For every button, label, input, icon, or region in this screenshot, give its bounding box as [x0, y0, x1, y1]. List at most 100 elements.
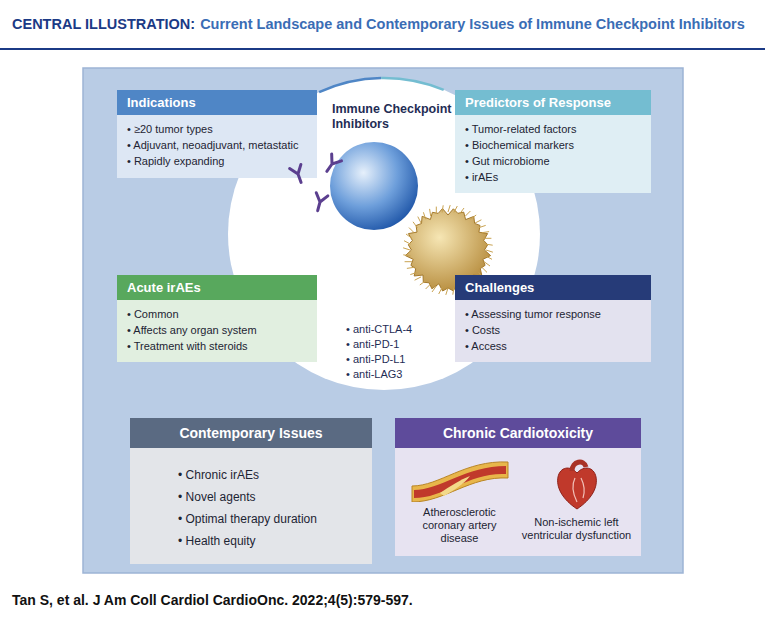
box-header: Acute irAEs: [117, 275, 317, 300]
box-heading: Predictors of Response: [465, 95, 611, 111]
tumor-fiber: [439, 288, 442, 295]
bullet-item: • Common: [127, 306, 307, 322]
figure-column: Non-ischemic left ventricular dysfunctio…: [521, 456, 633, 548]
box-header: Challenges: [455, 275, 651, 300]
antibody: [312, 193, 328, 213]
antibody: [290, 164, 307, 184]
box-body: • Common• Affects any organ system• Trea…: [117, 300, 317, 362]
tumor-fiber: [482, 267, 487, 272]
info-box: Challenges • Assessing tumor response• Co…: [455, 275, 651, 362]
circle-title: Immune Checkpoint Inhibitors: [332, 102, 460, 132]
bullet-item: • anti-CTLA-4: [346, 322, 412, 337]
bullet-item: • Gut microbiome: [465, 153, 641, 169]
bullet-item: • Adjuvant, neoadjuvant, metastatic: [127, 137, 307, 153]
box-heading: Indications: [127, 95, 196, 111]
box-header: Predictors of Response: [455, 90, 651, 115]
tumor-fiber: [436, 207, 437, 214]
tumor-fiber: [423, 212, 425, 219]
box-heading: Contemporary Issues: [179, 425, 322, 441]
tumor-fiber: [407, 267, 414, 268]
tumor-fiber: [430, 209, 431, 216]
box-body: • Chronic irAEs• Novel agents• Optimal t…: [130, 448, 372, 564]
t-cell: [330, 142, 418, 230]
tumor-fiber: [410, 272, 417, 274]
figure-column: Atherosclerotic coronary artery disease: [404, 456, 516, 548]
tumor-fiber: [446, 288, 448, 295]
box-body: • Tumor-related factors• Biochemical mar…: [455, 115, 651, 193]
tumor-fiber: [486, 250, 493, 252]
bullet-item: • Biochemical markers: [465, 137, 641, 153]
bullet-item: • Novel agents: [178, 486, 362, 508]
box-body: • Assessing tumor response• Costs• Acces…: [455, 300, 651, 362]
bullet-item: • Health equity: [178, 530, 362, 552]
tumor-fiber: [405, 261, 412, 262]
bullet-item: • anti-PD-1: [346, 337, 412, 352]
artery-wall: [412, 462, 508, 502]
box-header: Indications: [117, 90, 317, 115]
box-body: • ≥20 tumor types• Adjuvant, neoadjuvant…: [117, 115, 317, 178]
heart-illustration: [551, 456, 603, 512]
tumor-fiber: [415, 277, 422, 280]
info-box: Indications • ≥20 tumor types• Adjuvant, …: [117, 90, 317, 178]
ring-arc: [319, 78, 381, 92]
bullet-item: • Optimal therapy duration: [178, 508, 362, 530]
tumor-fiber: [470, 215, 476, 219]
tumor-fiber: [432, 286, 436, 292]
tumor-fiber: [403, 255, 410, 256]
bullet-item: • Treatment with steroids: [127, 338, 307, 354]
bullet-item: • Access: [465, 338, 641, 354]
antibody-shape: [312, 193, 328, 213]
main-panel: [83, 68, 683, 573]
info-box: Chronic CardiotoxicityAtherosclerotic co…: [395, 418, 641, 556]
ring-arc: [381, 78, 444, 90]
antibody-shape: [290, 164, 307, 184]
plaque: [440, 476, 470, 496]
figure-label: Atherosclerotic coronary artery disease: [404, 506, 516, 545]
info-box: Predictors of Response • Tumor-related fa…: [455, 90, 651, 193]
tumor-fiber: [442, 205, 443, 212]
tumor-fiber: [486, 256, 493, 259]
title-bar: CENTRAL ILLUSTRATION: Current Landscape a…: [12, 14, 745, 34]
tumor-fiber: [460, 208, 464, 214]
bullet-item: • anti-PD-L1: [346, 352, 412, 367]
antibody-shape: [322, 154, 342, 175]
box-heading: Challenges: [465, 280, 534, 296]
bullet-item: • Rapidly expanding: [127, 153, 307, 169]
tumor-fiber: [420, 281, 426, 285]
title-prefix: CENTRAL ILLUSTRATION:: [12, 16, 195, 32]
aorta: [572, 462, 586, 471]
tumor-fiber: [486, 244, 493, 245]
tumor-fiber: [403, 248, 410, 250]
bullet-item: • ≥20 tumor types: [127, 121, 307, 137]
bullet-item: • Costs: [465, 322, 641, 338]
title-text: Current Landscape and Contemporary Issue…: [200, 16, 745, 32]
bullet-item: • irAEs: [465, 169, 641, 185]
tumor-fiber: [418, 217, 421, 224]
tumor-fiber: [479, 225, 486, 227]
tumor-fiber: [404, 241, 411, 244]
tumor-fiber: [454, 206, 457, 213]
artery-lumen: [414, 466, 506, 498]
tumor-fiber: [482, 232, 489, 233]
circle-title-wrap: Immune Checkpoint Inhibitors: [332, 102, 460, 132]
tumor-fiber: [453, 288, 454, 295]
bullet-item: • Chronic irAEs: [178, 464, 362, 486]
heart-body: [557, 468, 596, 509]
bullet-item: • Affects any organ system: [127, 322, 307, 338]
tumor-fiber: [448, 205, 450, 212]
tumor-fiber: [409, 228, 414, 233]
tumor-fiber: [413, 222, 417, 228]
box-body: Atherosclerotic coronary artery diseaseN…: [395, 448, 641, 556]
tumor-fiber: [426, 284, 431, 289]
tumor-fiber: [484, 238, 491, 239]
tumor-fiber: [406, 234, 412, 238]
title-rule: [0, 48, 765, 50]
antibody: [322, 154, 342, 175]
tumor-fiber: [475, 220, 482, 223]
box-header: Contemporary Issues: [130, 418, 372, 448]
artery-illustration: [410, 456, 510, 502]
bullet-item: • Tumor-related factors: [465, 121, 641, 137]
box-heading: Chronic Cardiotoxicity: [443, 425, 593, 441]
info-box: Contemporary Issues • Chronic irAEs• Nove…: [130, 418, 372, 564]
box-header: Chronic Cardiotoxicity: [395, 418, 641, 448]
